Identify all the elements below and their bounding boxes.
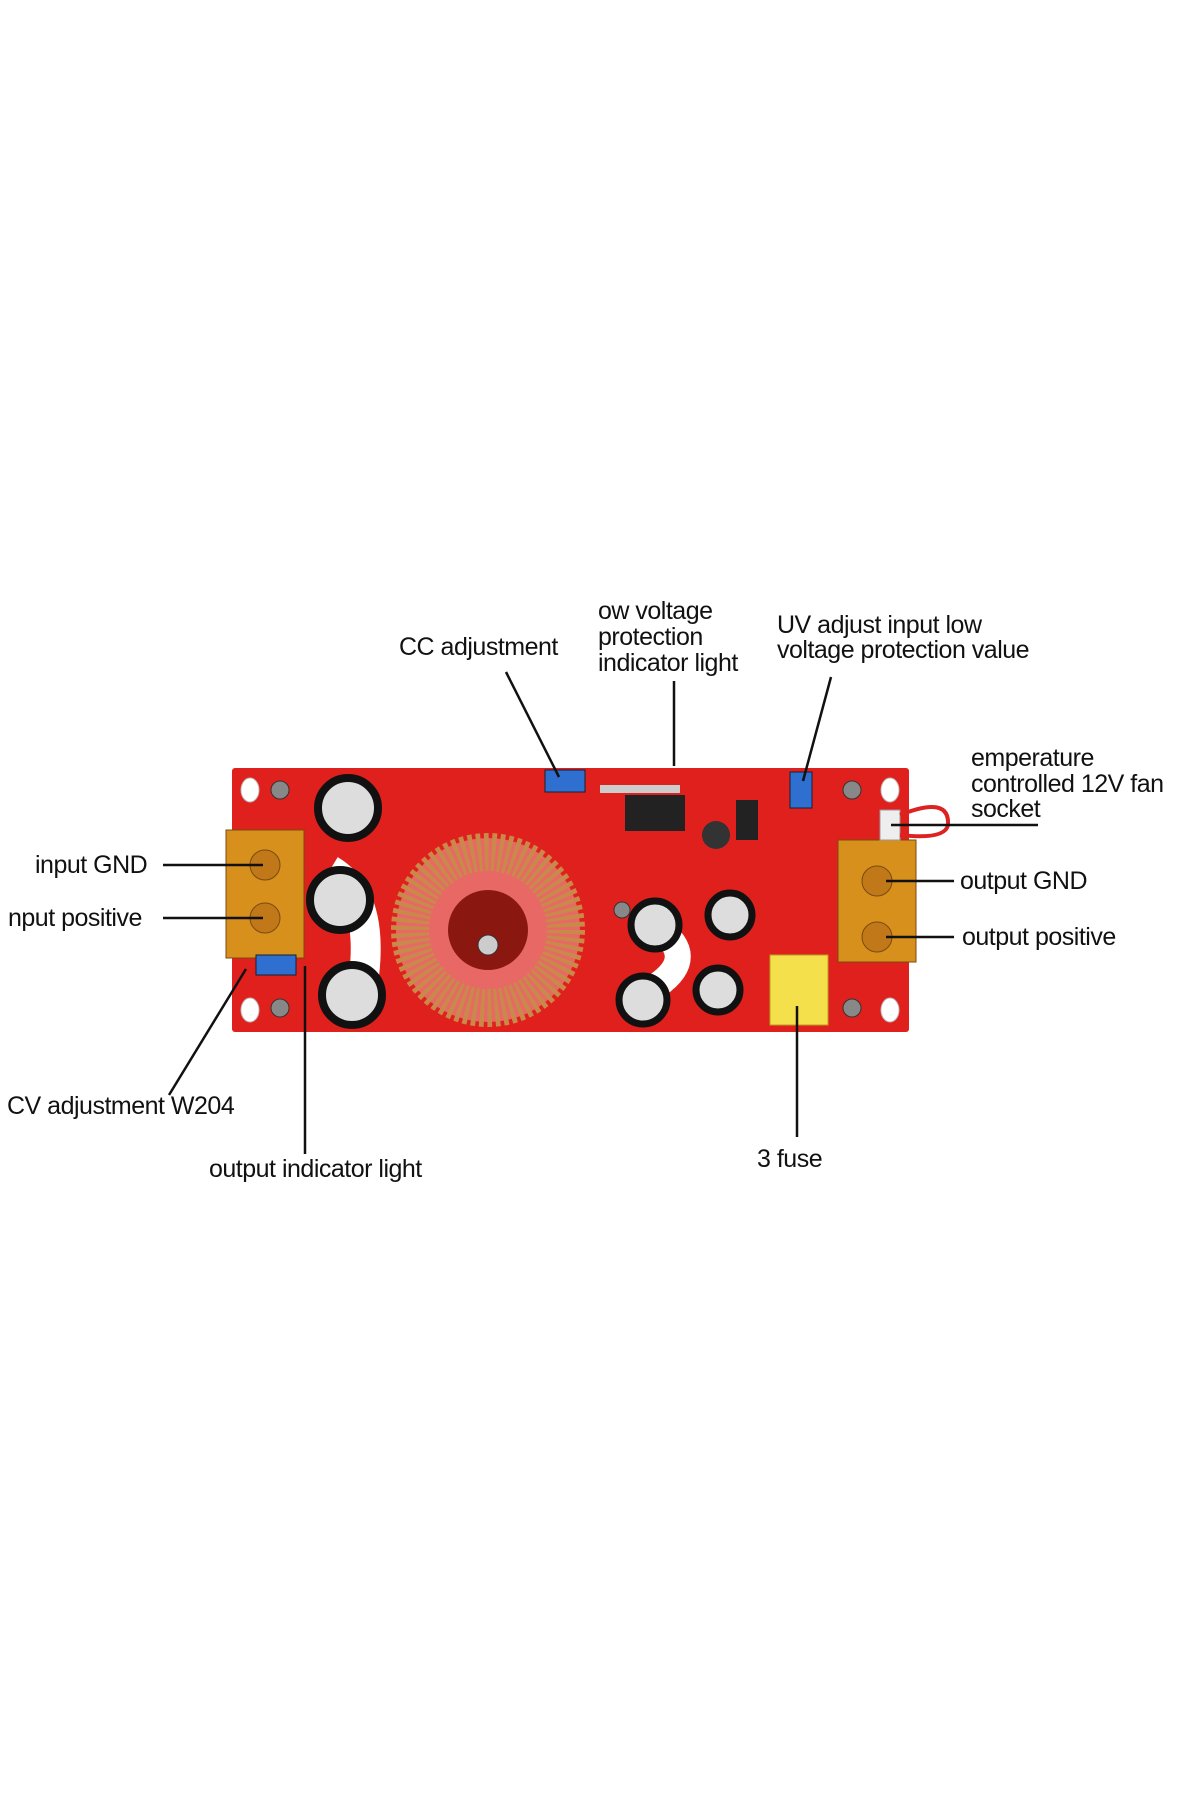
label-low-voltage-line-2: protection [598, 623, 703, 651]
label-fan-socket-line-3: socket [971, 795, 1041, 823]
label-low-voltage-line-1: ow voltage [598, 597, 713, 625]
label-uv-adjust-line-2: voltage protection value [777, 636, 1030, 664]
label-input-gnd: input GND [35, 851, 148, 879]
input-capacitors [306, 774, 386, 1029]
control-chips [600, 785, 758, 849]
label-output-positive: output positive [962, 923, 1116, 951]
input-terminal-block [225, 829, 305, 959]
label-fan-socket-line-1: emperature [971, 744, 1094, 772]
fan-socket [879, 805, 951, 841]
output-terminal-block [837, 839, 917, 963]
output-capacitors [615, 889, 756, 1028]
label-output-gnd: output GND [960, 867, 1088, 895]
label-cc-adjustment: CC adjustment [399, 633, 558, 661]
label-uv-adjust-line-1: UV adjust input low [777, 611, 982, 639]
label-input-positive: nput positive [8, 904, 142, 932]
label-cv-adjustment: CV adjustment W204 [7, 1092, 235, 1120]
label-low-voltage-line-3: indicator light [598, 649, 738, 677]
fuse-block [769, 954, 829, 1026]
label-fan-socket-line-2: controlled 12V fan [971, 770, 1164, 798]
label-fuse: 3 fuse [757, 1145, 823, 1173]
potentiometers [255, 769, 813, 976]
toroid-inductor [391, 833, 585, 1027]
label-output-indicator-light: output indicator light [209, 1155, 422, 1183]
callout-lines [163, 671, 1038, 1154]
